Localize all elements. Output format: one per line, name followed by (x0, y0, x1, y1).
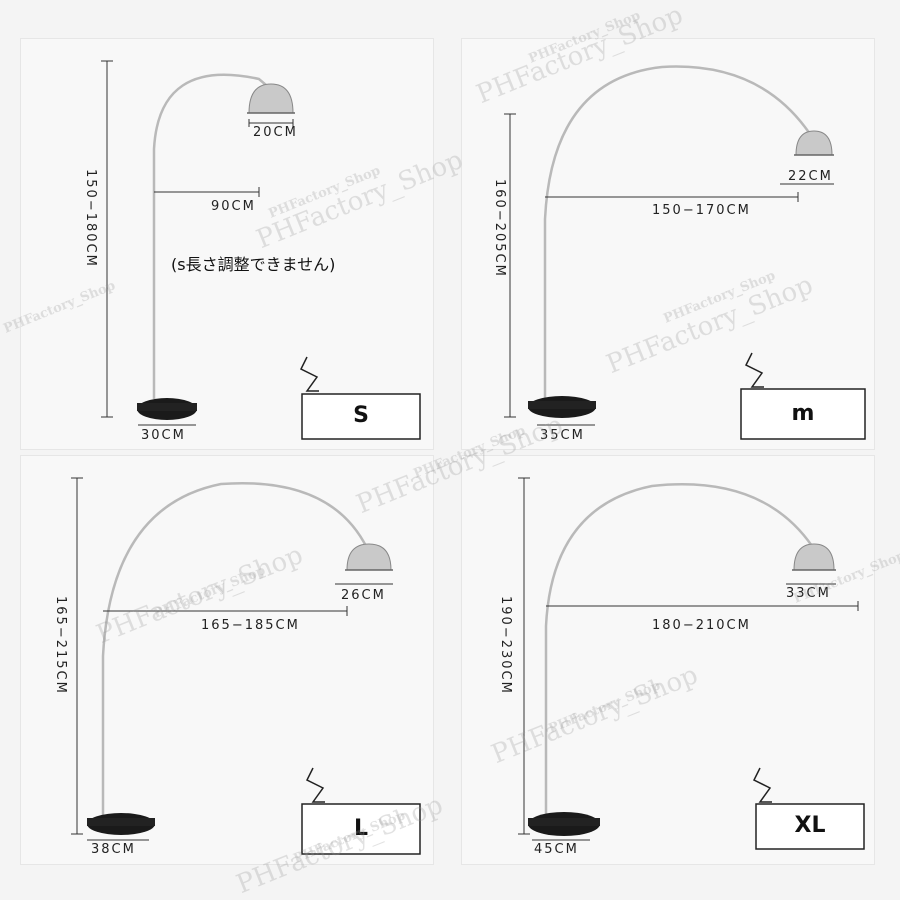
arc-reach: 150−170CM (652, 203, 751, 218)
arc-reach: 165−185CM (201, 618, 300, 633)
lamp-panel-l: 26CM 165−185CM 165−215CM 38CM L (20, 455, 434, 865)
arc-reach: 90CM (211, 199, 256, 214)
size-label-s: S (353, 403, 369, 428)
adjust-note: (s長さ調整できません) (171, 255, 336, 274)
base-diameter: 35CM (540, 428, 585, 443)
lamp-illustration-m (504, 65, 866, 440)
lamp-panel-s: 20CM 90CM 150−180CM 30CM (s長さ調整できません) S (20, 38, 434, 450)
height-range: 150−180CM (83, 169, 98, 268)
base-diameter: 38CM (91, 842, 136, 857)
lamp-illustration-xl (518, 477, 865, 850)
base-diameter: 30CM (141, 428, 186, 443)
shade-diameter: 20CM (253, 125, 298, 140)
size-label-xl: XL (794, 813, 826, 838)
shade-diameter: 26CM (341, 588, 386, 603)
height-range: 160−205CM (492, 179, 507, 278)
base-diameter: 45CM (534, 842, 579, 857)
size-label-l: L (353, 816, 369, 841)
lamp-illustration-s (101, 60, 421, 440)
height-range: 165−215CM (53, 596, 68, 695)
height-range: 190−230CM (498, 596, 513, 695)
lamp-panel-xl: 33CM 180−210CM 190−230CM 45CM XL (461, 455, 875, 865)
shade-diameter: 22CM (788, 169, 833, 184)
arc-reach: 180−210CM (652, 618, 751, 633)
lamp-illustration-l (71, 477, 421, 855)
shade-diameter: 33CM (786, 586, 831, 601)
lamp-panel-m: 22CM 150−170CM 160−205CM 35CM m (461, 38, 875, 450)
size-label-m: m (791, 401, 815, 426)
